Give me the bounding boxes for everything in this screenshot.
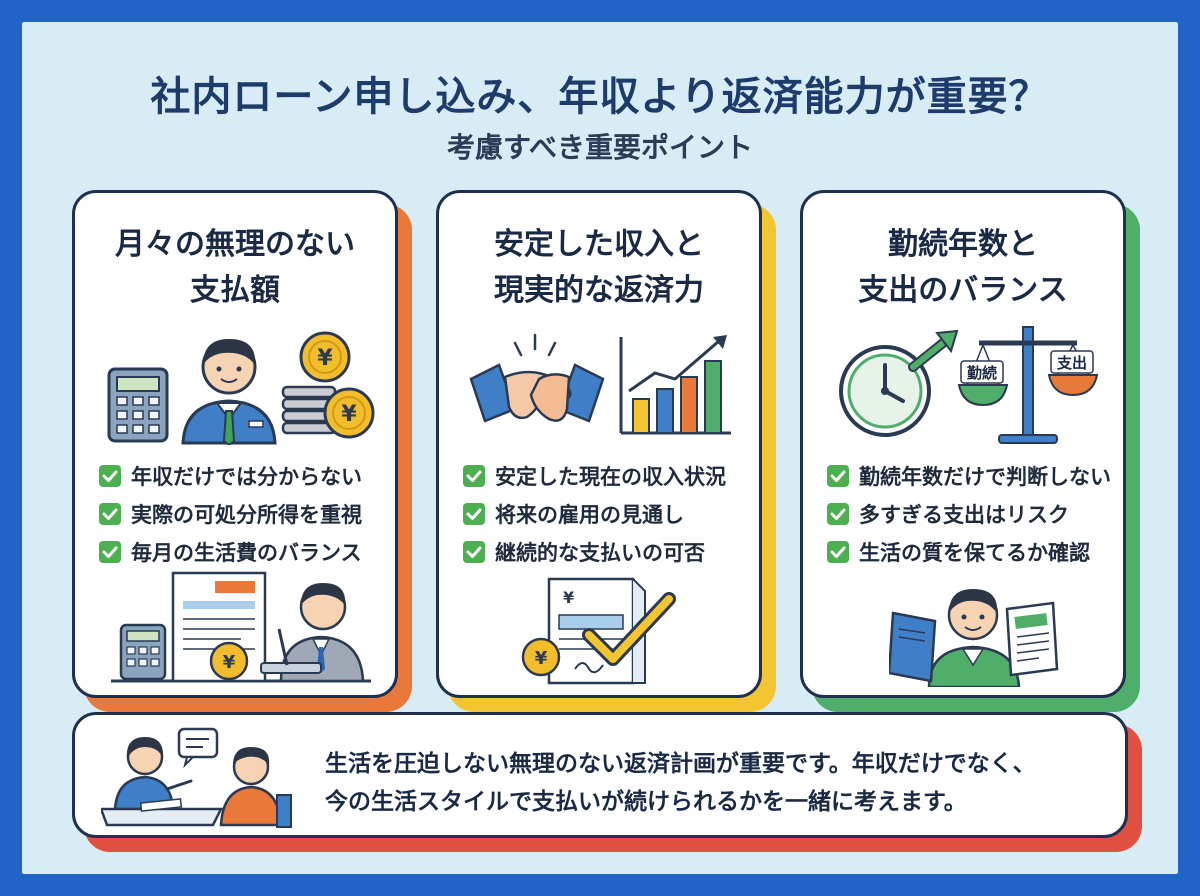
card-2-title-line2: 現実的な返済力 bbox=[494, 273, 704, 308]
check-item-label: 将来の雇用の見通し bbox=[495, 503, 684, 527]
list-item: 毎月の生活費のバランス bbox=[99, 533, 362, 571]
card-1-checklist: 年収だけでは分からない 実際の可処分所得を重視 毎月の生活費のバランス bbox=[99, 457, 362, 571]
card-3-title-line2: 支出のバランス bbox=[858, 273, 1068, 308]
card-2-checklist: 安定した現在の収入状況 将来の雇用の見通し 継続的な支払いの可否 bbox=[463, 457, 726, 571]
check-item-label: 勤続年数だけで判断しない bbox=[859, 465, 1111, 489]
page-subtitle: 考慮すべき重要ポイント bbox=[446, 131, 754, 164]
scale-label-expense: 支出 bbox=[1056, 354, 1087, 372]
card-2-title-line1: 安定した収入と bbox=[494, 227, 704, 262]
card-stable-income: 安定した収入と 現実的な返済力 bbox=[436, 190, 762, 698]
approved-document-icon: ¥ ¥ bbox=[521, 577, 676, 685]
summary-line-2: 今の生活スタイルで支払いが続けられるかを一緒に考えます。 bbox=[325, 789, 967, 815]
card-monthly-payment: 月々の無理のない 支払額 bbox=[72, 190, 398, 698]
clock-balance-scale-icon: 勤続 支出 bbox=[839, 326, 1099, 444]
card-3-title-line1: 勤続年数と bbox=[888, 227, 1038, 262]
yen-symbol-4: ¥ bbox=[563, 588, 574, 607]
list-item: 多すぎる支出はリスク bbox=[827, 495, 1111, 533]
check-item-label: 生活の質を保てるか確認 bbox=[859, 541, 1090, 565]
bottom-banner: 生活を圧迫しない無理のない返済計画が重要です。年収だけでなく、 今の生活スタイル… bbox=[72, 712, 1128, 838]
summary-text: 生活を圧迫しない無理のない返済計画が重要です。年収だけでなく、 今の生活スタイル… bbox=[325, 745, 1125, 821]
check-item-label: 継続的な支払いの可否 bbox=[495, 541, 705, 565]
yen-symbol-2: ¥ bbox=[341, 402, 357, 427]
check-item-label: 年収だけでは分からない bbox=[131, 465, 362, 489]
check-item-label: 毎月の生活費のバランス bbox=[131, 541, 362, 565]
card-1-title-line1: 月々の無理のない bbox=[115, 227, 355, 262]
yen-symbol-5: ¥ bbox=[535, 648, 548, 669]
page-title: 社内ローン申し込み、年収より返済能力が重要？ bbox=[150, 74, 1050, 120]
checkmark-icon bbox=[463, 503, 485, 525]
list-item: 生活の質を保てるか確認 bbox=[827, 533, 1111, 571]
checkmark-icon bbox=[463, 541, 485, 563]
yen-symbol-3: ¥ bbox=[223, 652, 236, 673]
list-item: 将来の雇用の見通し bbox=[463, 495, 726, 533]
scale-label-tenure: 勤続 bbox=[967, 364, 997, 382]
list-item: 年収だけでは分からない bbox=[99, 457, 362, 495]
yen-symbol-1: ¥ bbox=[317, 346, 333, 371]
checkmark-icon bbox=[463, 465, 485, 487]
checkmark-icon bbox=[99, 541, 121, 563]
list-item: 実際の可処分所得を重視 bbox=[99, 495, 362, 533]
checkmark-icon bbox=[827, 465, 849, 487]
check-item-label: 実際の可処分所得を重視 bbox=[131, 503, 362, 527]
card-1-title-line2: 支払額 bbox=[190, 273, 280, 308]
summary-line-1: 生活を圧迫しない無理のない返済計画が重要です。年収だけでなく、 bbox=[325, 751, 1036, 777]
list-item: 継続的な支払いの可否 bbox=[463, 533, 726, 571]
checkmark-icon bbox=[827, 541, 849, 563]
document-calculator-worker-icon: ¥ bbox=[111, 571, 371, 683]
checkmark-icon bbox=[99, 503, 121, 525]
checkmark-icon bbox=[827, 503, 849, 525]
card-tenure-expense-balance: 勤続年数と 支出のバランス bbox=[800, 190, 1126, 698]
list-item: 勤続年数だけで判断しない bbox=[827, 457, 1111, 495]
calculator-businessman-coins-icon: ¥ ¥ bbox=[107, 331, 375, 445]
check-item-label: 安定した現在の収入状況 bbox=[495, 465, 726, 489]
infographic-panel: 社内ローン申し込み、年収より返済能力が重要？ 考慮すべき重要ポイント 月々の無理… bbox=[22, 22, 1178, 874]
person-with-book-and-newspaper-icon bbox=[889, 589, 1059, 687]
handshake-growth-chart-icon bbox=[469, 333, 731, 435]
check-item-label: 多すぎる支出はリスク bbox=[859, 503, 1069, 527]
consultation-meeting-icon bbox=[101, 727, 292, 828]
card-3-checklist: 勤続年数だけで判断しない 多すぎる支出はリスク 生活の質を保てるか確認 bbox=[827, 457, 1111, 571]
list-item: 安定した現在の収入状況 bbox=[463, 457, 726, 495]
checkmark-icon bbox=[99, 465, 121, 487]
